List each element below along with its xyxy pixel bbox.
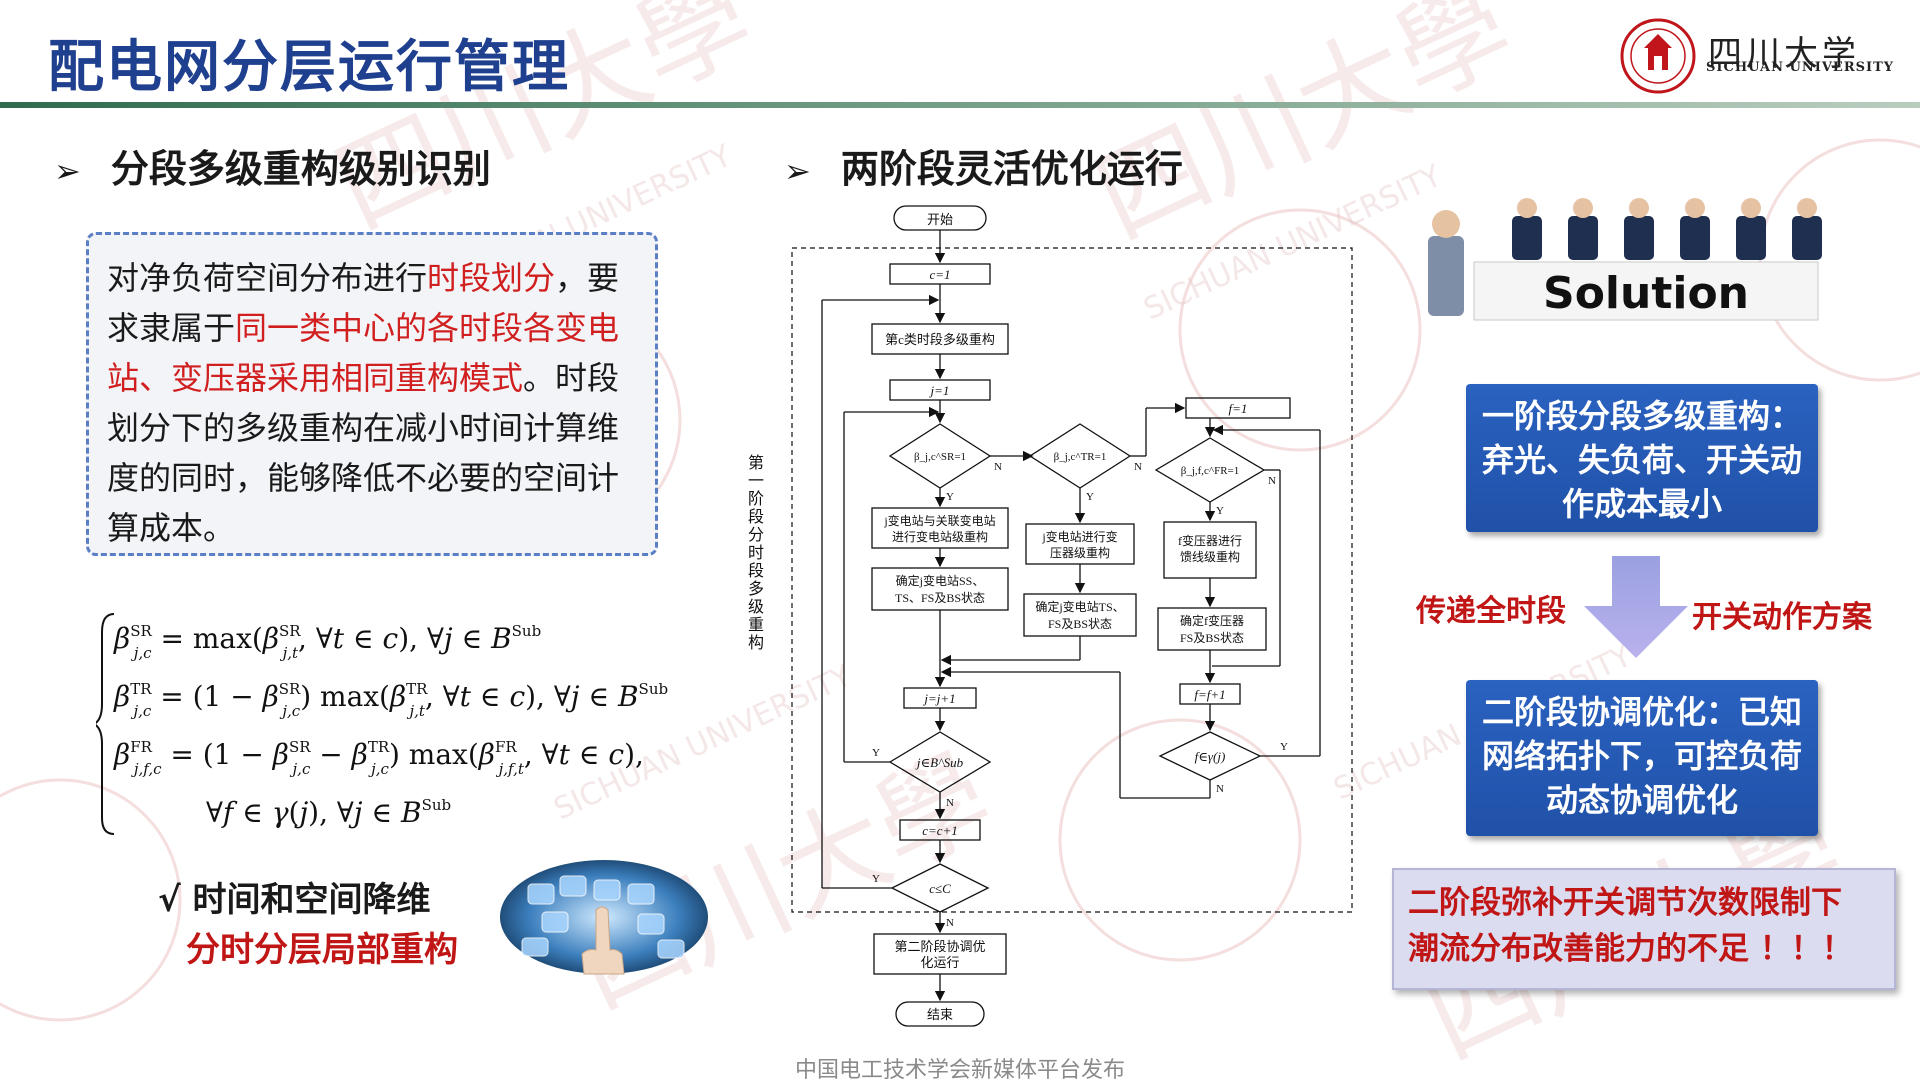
note-line-2: 潮流分布改善能力的不足 ！！！ bbox=[1408, 931, 1853, 967]
bullet-local-reconfiguration: 分时分层局部重构 bbox=[186, 930, 458, 970]
flow-j-inc: j=j+1 bbox=[922, 691, 955, 706]
flow-diamond-fr: β_j,f,c^FR=1 bbox=[1181, 465, 1240, 477]
flow-yes-j: Y bbox=[872, 747, 880, 759]
flow-box-a1: j变电站与关联变电站 bbox=[883, 513, 995, 528]
down-arrow-icon bbox=[1584, 556, 1688, 658]
slide-title: 配电网分层运行管理 bbox=[48, 35, 570, 100]
flow-box-e2: 馈线级重构 bbox=[1180, 549, 1240, 564]
title-divider bbox=[0, 102, 1920, 108]
svg-text:∀f ∈ γ(j), ∀j ∈ BSub: ∀f ∈ γ(j), ∀j ∈ BSub bbox=[206, 796, 451, 829]
flow-step-c: 第c类时段多级重构 bbox=[885, 332, 995, 347]
flow-yes-2: Y bbox=[1086, 491, 1094, 503]
flow-j-init: j=1 bbox=[929, 383, 950, 398]
flow-yes-f: Y bbox=[1280, 741, 1288, 753]
flow-stage2-2: 化运行 bbox=[920, 955, 959, 970]
stage1-box: 一阶段分段多级重构：弃光、失负荷、开关动作成本最小 bbox=[1466, 384, 1818, 532]
phase1-vertical-label: 第一阶段分时段多级重构 bbox=[748, 453, 765, 652]
flow-box-b1: 确定j变电站SS、 bbox=[896, 573, 985, 588]
description-box: 对净负荷空间分布进行时段划分，要求隶属于同一类中心的各时段各变电站、变压器采用相… bbox=[86, 232, 658, 556]
flow-box-e1: f变压器进行 bbox=[1178, 533, 1242, 548]
desc-text-3: 。时段划分下的多级重构在减小时间计算维度的同时，能够降低不必要的空间计算成本。 bbox=[107, 359, 620, 547]
flow-box-f1: 确定f变压器 bbox=[1180, 613, 1244, 628]
desc-text-1: 对净负荷空间分布进行 bbox=[107, 259, 428, 297]
flow-box-c1: j变电站进行变 bbox=[1041, 529, 1117, 544]
flow-box-b2: TS、FS及BS状态 bbox=[895, 591, 985, 605]
flow-box-f2: FS及BS状态 bbox=[1180, 631, 1244, 645]
flow-no-1: N bbox=[994, 461, 1002, 473]
desc-highlight-1: 时段划分 bbox=[427, 259, 556, 297]
footer-caption: 中国电工技术学会新媒体平台发布 bbox=[794, 1058, 1125, 1080]
desc-text-2: ，要求隶属于 bbox=[107, 259, 620, 347]
flow-f-init: f=1 bbox=[1229, 401, 1248, 416]
flow-no-3: N bbox=[1268, 475, 1276, 487]
flow-stage2-1: 第二阶段协调优 bbox=[894, 939, 985, 954]
flow-box-a2: 进行变电站级重构 bbox=[892, 529, 988, 544]
flow-diamond-sr: β_j,c^SR=1 bbox=[914, 451, 966, 463]
flow-box-d1: 确定j变电站TS、 bbox=[1035, 599, 1124, 614]
left-heading-text: 分段多级重构级别识别 bbox=[110, 147, 491, 191]
middle-heading-text: 两阶段灵活优化运行 bbox=[840, 147, 1183, 191]
logo-english-name: SICHUAN UNIVERSITY bbox=[1706, 60, 1895, 75]
flow-no-c: N bbox=[946, 917, 954, 929]
flow-diamond-j: j∈B^Sub bbox=[915, 755, 964, 770]
flow-c-inc: c=c+1 bbox=[922, 823, 958, 838]
left-section-heading: ➢ 分段多级重构级别识别 bbox=[54, 138, 491, 193]
touchscreen-hand-image bbox=[500, 860, 708, 975]
solution-text: Solution bbox=[1543, 268, 1749, 319]
flow-box-d2: FS及BS状态 bbox=[1048, 617, 1112, 631]
flow-no-f: N bbox=[1216, 783, 1224, 795]
flow-end: 结束 bbox=[927, 1007, 953, 1022]
note-box: 二阶段弥补开关调节次数限制下 潮流分布改善能力的不足 ！！！ bbox=[1392, 868, 1896, 990]
flow-yes-c: Y bbox=[872, 873, 880, 885]
flow-f-inc: f=f+1 bbox=[1194, 687, 1225, 702]
logo-chinese-name: 四川大学 bbox=[1708, 34, 1860, 74]
bullet-dimension-reduction: √ 时间和空间降维 bbox=[158, 880, 431, 920]
chevron-right-icon: ➢ bbox=[54, 152, 81, 190]
two-stage-flowchart: 开始 c=1 第c类时段多级重构 j=1 β_j,c^SR=1 j变电站与关联变… bbox=[791, 205, 1353, 1027]
flow-box-c2: 压器级重构 bbox=[1050, 545, 1110, 560]
flow-diamond-f: f∈γ(j) bbox=[1195, 749, 1226, 764]
flow-c-init: c=1 bbox=[929, 267, 950, 282]
chevron-right-icon: ➢ bbox=[784, 152, 811, 190]
flow-no-j: N bbox=[946, 797, 954, 809]
flow-yes-1: Y bbox=[946, 491, 954, 503]
desc-highlight-2: 同一类中心的各时段各变电站、变压器采用相同重构模式 bbox=[107, 309, 620, 397]
flow-yes-3: Y bbox=[1216, 505, 1224, 517]
switch-action-label: 开关动作方案 bbox=[1692, 600, 1872, 635]
solution-people-graphic: Solution bbox=[1428, 198, 1822, 321]
flow-no-2: N bbox=[1134, 461, 1142, 473]
flow-diamond-c: c≤C bbox=[929, 881, 951, 896]
note-line-1: 二阶段弥补开关调节次数限制下 bbox=[1408, 885, 1842, 921]
pass-all-periods-label: 传递全时段 bbox=[1416, 594, 1566, 629]
sichuan-university-seal-icon bbox=[1620, 18, 1696, 94]
stage2-box: 二阶段协调优化：已知网络拓扑下，可控负荷动态协调优化 bbox=[1466, 680, 1818, 836]
flow-diamond-tr: β_j,c^TR=1 bbox=[1054, 451, 1107, 463]
middle-section-heading: ➢ 两阶段灵活优化运行 bbox=[784, 138, 1183, 193]
flow-start: 开始 bbox=[927, 212, 953, 227]
